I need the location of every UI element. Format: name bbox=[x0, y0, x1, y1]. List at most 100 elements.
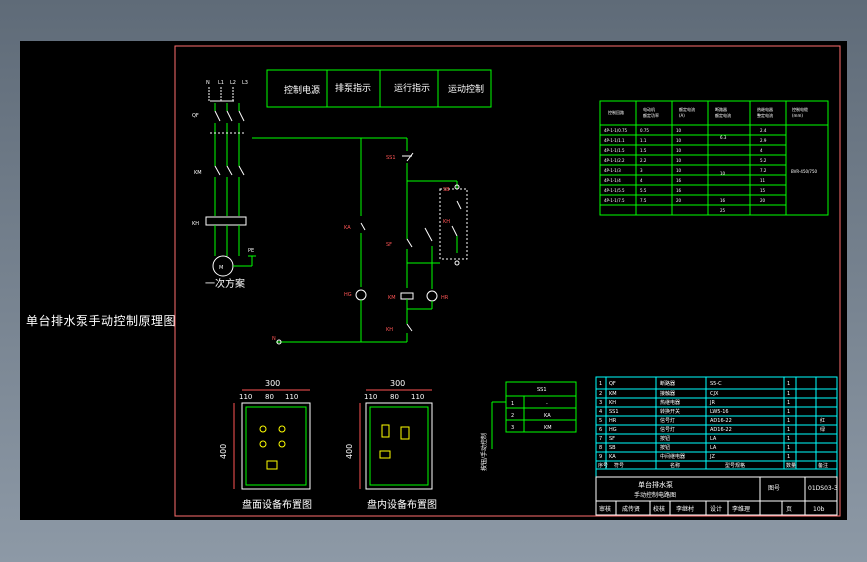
svg-text:5: 5 bbox=[599, 418, 602, 424]
svg-text:5.2: 5.2 bbox=[760, 158, 767, 163]
svg-text:序号: 序号 bbox=[598, 462, 608, 469]
svg-text:KM: KM bbox=[609, 391, 617, 397]
svg-text:控制回路: 控制回路 bbox=[608, 109, 624, 115]
svg-text:1: 1 bbox=[511, 401, 514, 407]
svg-text:SB: SB bbox=[609, 445, 616, 451]
svg-text:20: 20 bbox=[760, 198, 766, 203]
svg-text:110: 110 bbox=[411, 393, 424, 401]
svg-text:2: 2 bbox=[599, 391, 602, 397]
svg-text:4P-1-1/3: 4P-1-1/3 bbox=[604, 168, 621, 173]
svg-text:HG: HG bbox=[609, 427, 617, 433]
svg-text:LA: LA bbox=[710, 436, 717, 442]
svg-text:KH: KH bbox=[443, 219, 450, 225]
svg-text:BVR-450/750: BVR-450/750 bbox=[791, 169, 817, 174]
svg-text:11: 11 bbox=[760, 178, 766, 183]
svg-text:1.1: 1.1 bbox=[640, 138, 647, 143]
svg-text:1: 1 bbox=[787, 418, 790, 424]
svg-text:N: N bbox=[272, 336, 276, 342]
svg-text:AD16-22: AD16-22 bbox=[710, 418, 732, 424]
svg-text:10: 10 bbox=[720, 171, 726, 176]
svg-text:按钮: 按钮 bbox=[660, 444, 670, 451]
header-boxes: 控制电源 排泵指示 运行指示 运动控制 bbox=[266, 69, 492, 108]
svg-text:4: 4 bbox=[599, 409, 602, 415]
svg-text:SB: SB bbox=[443, 187, 450, 193]
tb-reviewed-label: 审核 bbox=[599, 505, 611, 513]
svg-text:1: 1 bbox=[787, 409, 790, 415]
panel-inner-caption: 盘内设备布置图 bbox=[367, 498, 437, 511]
svg-text:额定功率: 额定功率 bbox=[643, 112, 659, 118]
svg-text:QF: QF bbox=[609, 381, 616, 387]
svg-text:额定电流: 额定电流 bbox=[715, 112, 731, 118]
svg-text:1: 1 bbox=[787, 400, 790, 406]
tb-title2: 手动控制电路图 bbox=[634, 491, 676, 499]
svg-text:数量: 数量 bbox=[786, 462, 796, 469]
panel-face-caption: 盘面设备布置图 bbox=[242, 498, 312, 511]
svg-text:16: 16 bbox=[676, 188, 682, 193]
tb-designed-label: 设计 bbox=[710, 505, 722, 513]
svg-text:LA: LA bbox=[710, 445, 717, 451]
svg-text:1: 1 bbox=[787, 454, 790, 460]
svg-text:4P-1-1/2.2: 4P-1-1/2.2 bbox=[604, 158, 625, 163]
phase-L2: L2 bbox=[230, 80, 236, 86]
panel-face-layout: 300 110 80 110 400 盘面设备布置图 bbox=[219, 379, 312, 511]
svg-text:型号规格: 型号规格 bbox=[725, 462, 745, 469]
svg-text:AD16-22: AD16-22 bbox=[710, 427, 732, 433]
svg-text:断路器: 断路器 bbox=[715, 106, 727, 112]
svg-text:M: M bbox=[219, 265, 223, 271]
svg-text:信号灯: 信号灯 bbox=[660, 417, 675, 424]
tb-drawing-no: 01DS03-3 bbox=[808, 485, 838, 492]
svg-text:4: 4 bbox=[640, 178, 643, 183]
svg-text:符号: 符号 bbox=[614, 462, 624, 469]
svg-text:转换开关: 转换开关 bbox=[660, 408, 680, 415]
svg-text:KM: KM bbox=[388, 295, 396, 301]
svg-text:SS1: SS1 bbox=[386, 155, 396, 161]
svg-text:热继电器: 热继电器 bbox=[660, 399, 680, 406]
svg-text:3: 3 bbox=[511, 425, 514, 431]
svg-text:9: 9 bbox=[599, 454, 602, 460]
svg-text:断路器: 断路器 bbox=[660, 380, 675, 387]
tb-reviewer: 成传贤 bbox=[622, 505, 640, 513]
svg-text:热继电器: 热继电器 bbox=[757, 106, 773, 112]
side-title: 单台排水泵手动控制原理图 bbox=[26, 314, 177, 328]
svg-text:1: 1 bbox=[599, 381, 602, 387]
svg-text:10: 10 bbox=[676, 158, 682, 163]
svg-text:名称: 名称 bbox=[670, 462, 680, 469]
control-mode-caption: 按钮/手动控制 bbox=[480, 433, 488, 471]
svg-text:HR: HR bbox=[609, 418, 617, 424]
svg-text:110: 110 bbox=[364, 393, 377, 401]
svg-text:-: - bbox=[546, 401, 548, 407]
cad-drawing-canvas: 控制电源 排泵指示 运行指示 运动控制 N L1 L2 L3 bbox=[20, 41, 847, 520]
svg-text:1.5: 1.5 bbox=[640, 148, 647, 153]
svg-text:KH: KH bbox=[192, 221, 199, 227]
svg-text:CJX: CJX bbox=[710, 391, 719, 397]
svg-text:信号灯: 信号灯 bbox=[660, 426, 675, 433]
svg-text:控制电缆: 控制电缆 bbox=[792, 106, 808, 112]
svg-text:KA: KA bbox=[344, 225, 351, 231]
svg-text:4P-1-1/5.5: 4P-1-1/5.5 bbox=[604, 188, 625, 193]
svg-text:0.75: 0.75 bbox=[640, 128, 649, 133]
header-box-4: 运动控制 bbox=[448, 83, 484, 95]
svg-text:1: 1 bbox=[787, 436, 790, 442]
svg-text:(A): (A) bbox=[679, 113, 685, 118]
svg-text:KM: KM bbox=[544, 425, 552, 431]
svg-text:2.2: 2.2 bbox=[640, 158, 647, 163]
svg-text:3: 3 bbox=[640, 168, 643, 173]
svg-text:10: 10 bbox=[676, 148, 682, 153]
svg-text:2: 2 bbox=[511, 413, 514, 419]
tb-title1: 单台排水泵 bbox=[638, 480, 673, 489]
tb-page-label: 页 bbox=[786, 506, 792, 513]
svg-text:4P-1-1/7.5: 4P-1-1/7.5 bbox=[604, 198, 625, 203]
header-box-3: 运行指示 bbox=[394, 82, 430, 94]
phase-L3: L3 bbox=[242, 80, 248, 86]
primary-circuit: N L1 L2 L3 bbox=[192, 80, 256, 290]
svg-text:10: 10 bbox=[676, 138, 682, 143]
header-box-2: 排泵指示 bbox=[335, 82, 371, 94]
tb-checker: 李继村 bbox=[676, 505, 694, 513]
dim-width-face: 300 bbox=[265, 379, 280, 388]
svg-text:20: 20 bbox=[676, 198, 682, 203]
svg-text:KA: KA bbox=[609, 454, 616, 460]
dim-height-inner: 400 bbox=[345, 444, 354, 459]
svg-text:1: 1 bbox=[787, 445, 790, 451]
dim-width-inner: 300 bbox=[390, 379, 405, 388]
